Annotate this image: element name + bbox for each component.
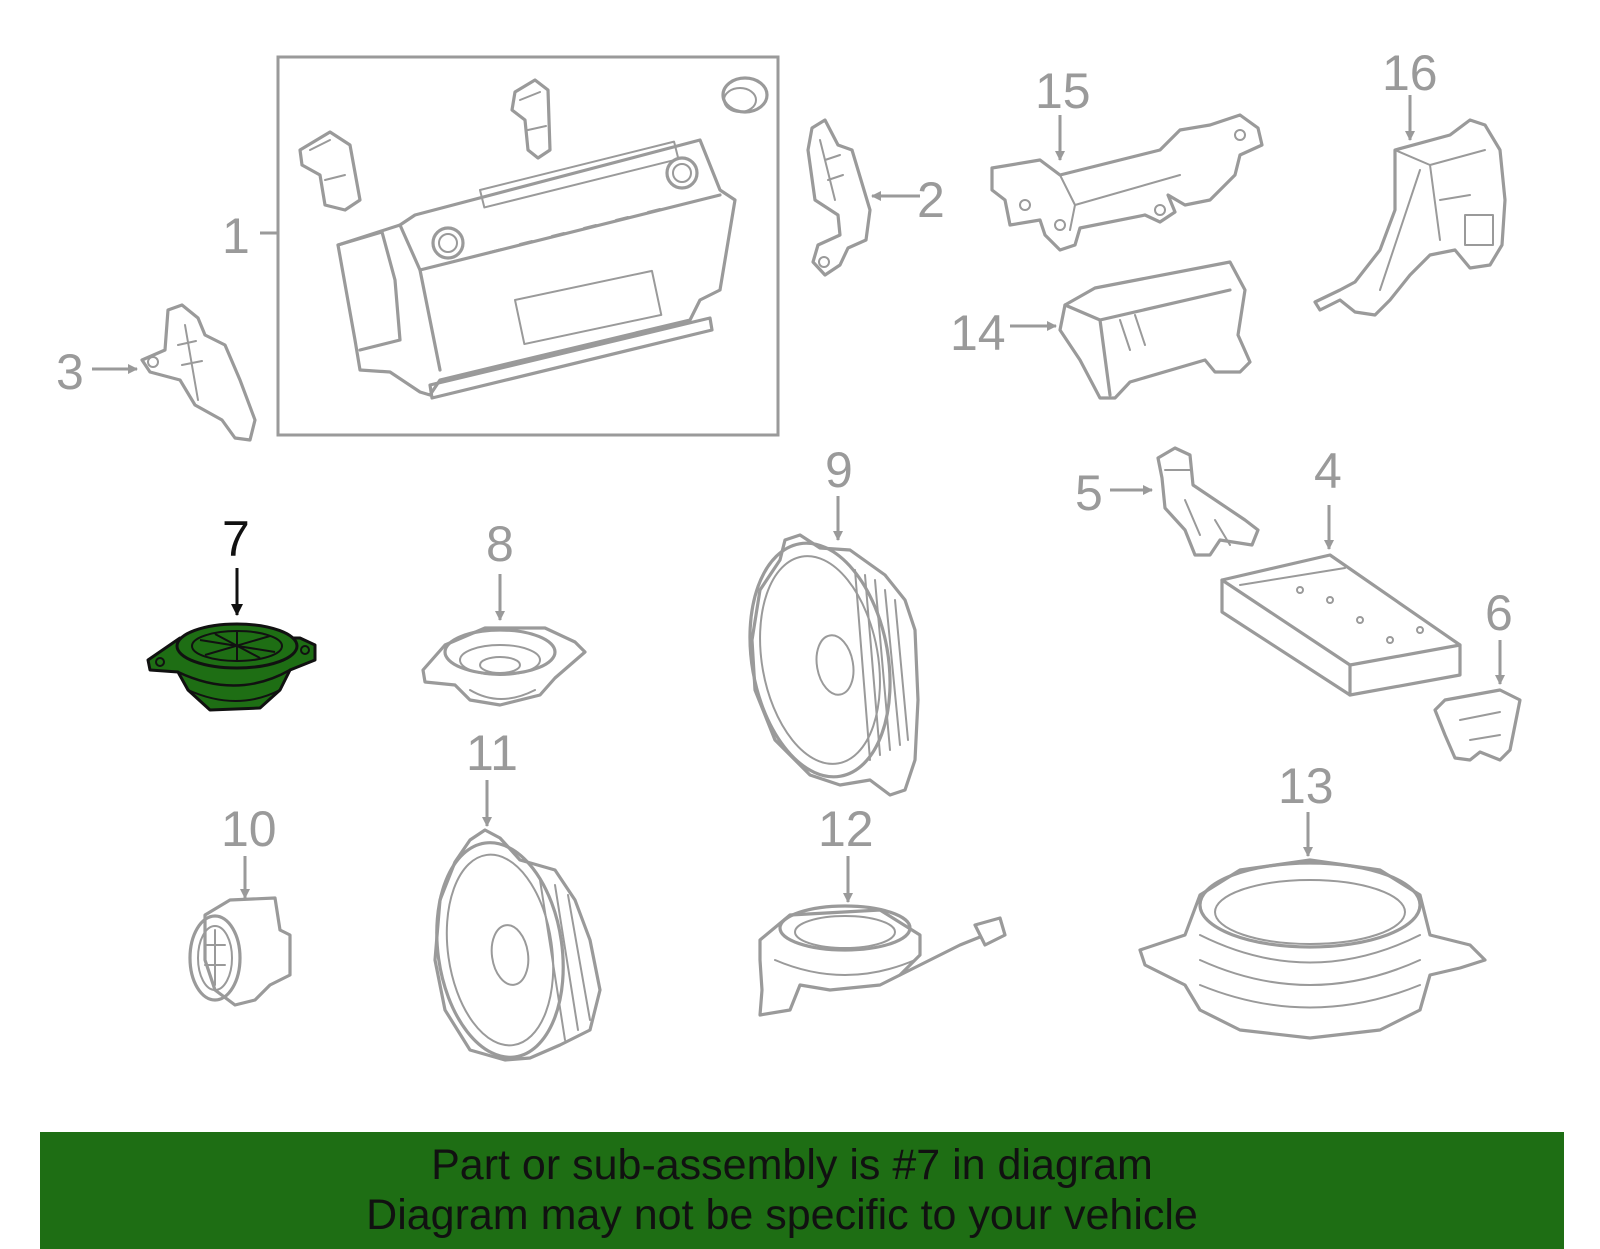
part-9-speaker[interactable] — [733, 496, 920, 797]
callout-1: 1 — [222, 208, 250, 264]
parts-diagram: 1 2 3 4 5 6 7 8 9 10 11 12 13 14 15 16 — [56, 45, 1522, 1066]
part-16-bracket[interactable] — [1313, 95, 1507, 317]
banner-line-part-number: Part or sub-assembly is #7 in diagram — [431, 1141, 1153, 1189]
part-2-bracket[interactable] — [806, 118, 920, 277]
callout-9: 9 — [825, 442, 853, 498]
callout-2: 2 — [917, 172, 945, 228]
callout-11: 11 — [466, 725, 518, 781]
callout-4: 4 — [1314, 443, 1342, 499]
callout-8: 8 — [486, 516, 514, 572]
part-8-speaker[interactable] — [421, 574, 587, 707]
part-11-speaker[interactable] — [424, 780, 602, 1066]
part-13-subwoofer[interactable] — [1138, 812, 1487, 1040]
callout-10: 10 — [221, 801, 277, 857]
part-14-module[interactable] — [1010, 260, 1252, 400]
part-5-bracket[interactable] — [1110, 446, 1260, 557]
part-12-speaker-with-harness[interactable] — [758, 856, 1007, 1017]
banner-line-disclaimer: Diagram may not be specific to your vehi… — [366, 1191, 1198, 1239]
info-banner: Part or sub-assembly is #7 in diagram Di… — [40, 1132, 1564, 1249]
callout-7: 7 — [222, 511, 250, 567]
callout-5: 5 — [1075, 465, 1103, 521]
callout-12: 12 — [818, 801, 874, 857]
callout-6: 6 — [1485, 585, 1513, 641]
part-15-bracket[interactable] — [990, 113, 1264, 252]
callout-16: 16 — [1382, 45, 1438, 101]
callout-13: 13 — [1278, 758, 1334, 814]
callout-3: 3 — [56, 344, 84, 400]
part-7-tweeter-highlighted[interactable] — [146, 568, 317, 712]
part-4-amplifier[interactable] — [1220, 505, 1462, 697]
part-6-bracket[interactable] — [1433, 640, 1522, 762]
callout-14: 14 — [950, 305, 1006, 361]
part-1-audio-head-unit[interactable] — [260, 55, 780, 437]
callout-15: 15 — [1035, 63, 1091, 119]
part-10-tweeter-cylinder[interactable] — [188, 856, 292, 1007]
part-3-bracket[interactable] — [92, 303, 257, 442]
